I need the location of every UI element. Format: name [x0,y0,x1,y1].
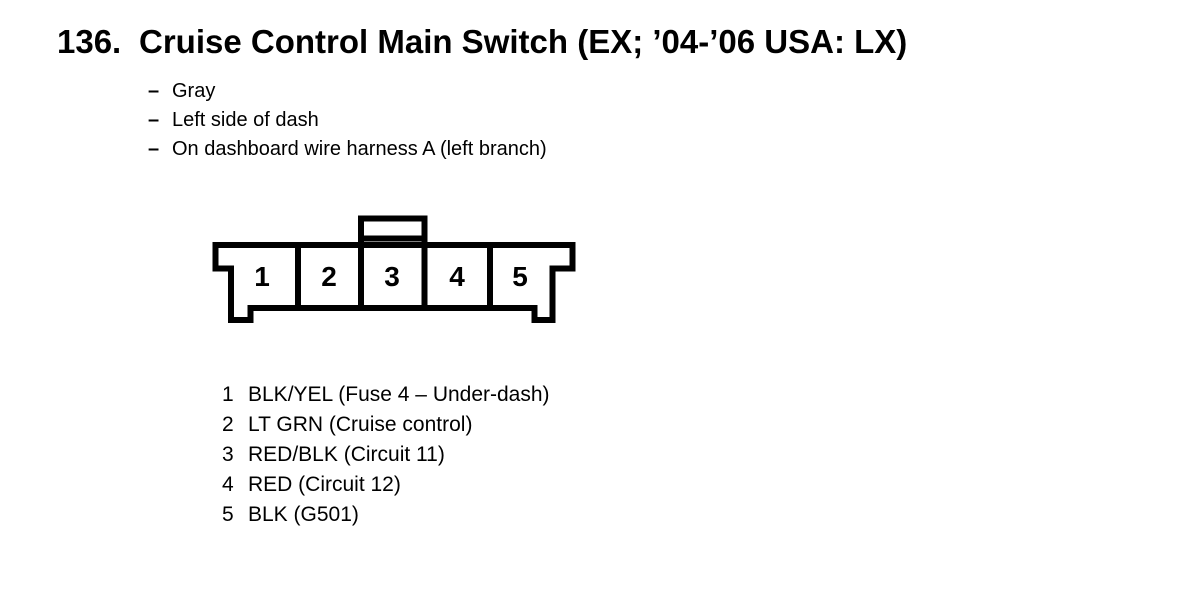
pin-description: LT GRN (Cruise control) [248,413,473,436]
pin-number: 2 [222,413,234,436]
connector-body [212,242,576,323]
pin-number: 1 [222,383,234,406]
pin-description: BLK (G501) [248,503,359,526]
pin-description: RED (Circuit 12) [248,473,401,496]
note-item: – Left side of dash [148,106,547,135]
pin-row: 4 RED (Circuit 12) [222,470,550,500]
note-dash: – [148,138,160,160]
note-item: – On dashboard wire harness A (left bran… [148,135,547,164]
pin-row: 3 RED/BLK (Circuit 11) [222,440,550,470]
note-text-color: Gray [172,80,216,102]
cavity-number-5: 5 [512,261,528,292]
connector-outline-graphic [212,215,576,323]
pin-number: 5 [222,503,234,526]
pin-description: RED/BLK (Circuit 11) [248,443,445,466]
cavity-number-4: 4 [449,261,465,292]
note-text-harness: On dashboard wire harness A (left branch… [172,138,547,160]
page-title: Cruise Control Main Switch (EX; ’04-’06 … [139,23,908,60]
note-item: – Gray [148,77,547,106]
note-list: – Gray – Left side of dash – On dashboar… [148,77,547,164]
item-number: 136. [57,23,122,60]
pin-row: 5 BLK (G501) [222,500,550,530]
pin-list: 1 BLK/YEL (Fuse 4 – Under-dash) 2 LT GRN… [222,380,550,530]
cavity-number-3: 3 [384,261,400,292]
connector-tab [358,215,428,247]
note-dash: – [148,109,160,131]
pin-number: 3 [222,443,234,466]
pin-description: BLK/YEL (Fuse 4 – Under-dash) [248,383,550,406]
note-dash: – [148,80,160,102]
pin-number: 4 [222,473,234,496]
pin-row: 2 LT GRN (Cruise control) [222,410,550,440]
pin-row: 1 BLK/YEL (Fuse 4 – Under-dash) [222,380,550,410]
note-text-location: Left side of dash [172,109,319,131]
cavity-number-1: 1 [254,261,270,292]
cavity-number-2: 2 [321,261,337,292]
